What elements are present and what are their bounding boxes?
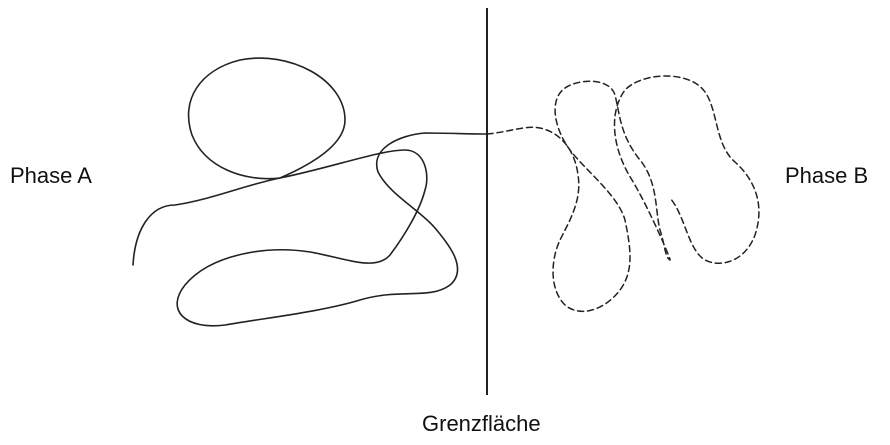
phase-a-label: Phase A <box>10 163 92 188</box>
phase-a-upper-loop <box>187 57 346 180</box>
interface-label: Grenzfläche <box>422 411 541 436</box>
phase-b-label: Phase B <box>785 163 869 188</box>
phase-b-chain <box>486 75 760 313</box>
phase-a-chain <box>132 132 488 327</box>
